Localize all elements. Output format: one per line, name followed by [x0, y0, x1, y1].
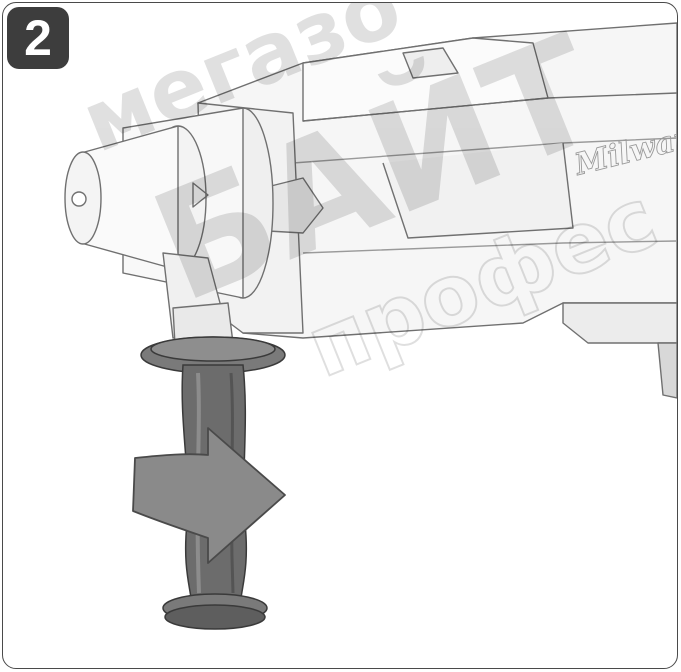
watermark: мегазо БАЙТ профес	[69, 3, 671, 398]
rotate-arrow-icon	[132, 427, 286, 564]
drill-illustration: Milwauk мегазо БАЙТ профес	[64, 3, 677, 630]
rotary-hammer	[64, 22, 677, 399]
step-number-badge: 2	[7, 7, 69, 69]
